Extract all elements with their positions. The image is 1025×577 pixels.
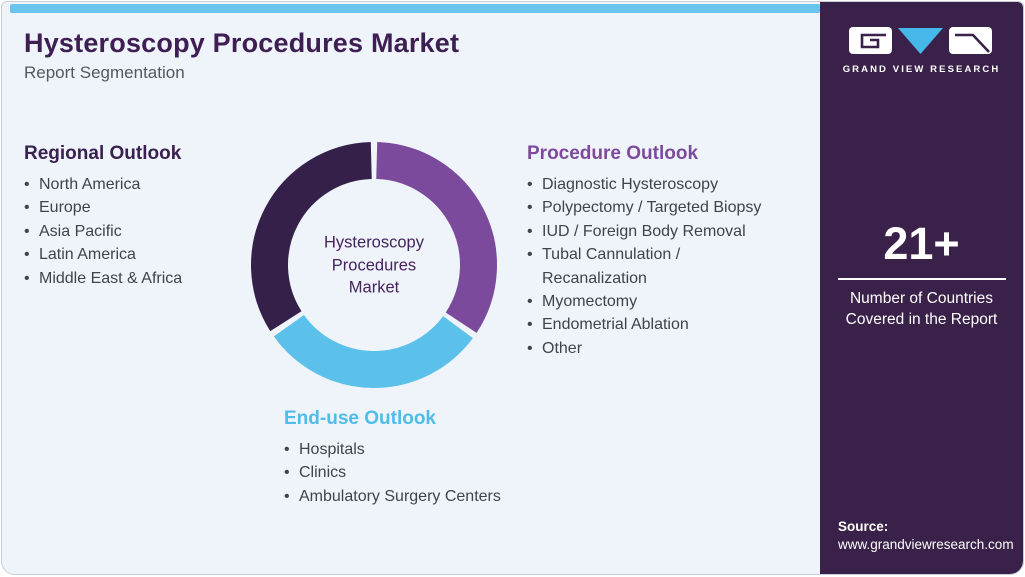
list-item: Other	[527, 337, 822, 361]
list-item: Clinics	[284, 461, 501, 485]
source-block: Source: www.grandviewresearch.com	[838, 518, 1014, 554]
countries-stat: 21+ Number of Countries Covered in the R…	[837, 218, 1006, 330]
procedure-outlook-heading: Procedure Outlook	[527, 143, 699, 164]
list-item: Middle East & Africa	[24, 267, 182, 291]
gvr-logo-icon	[848, 27, 992, 54]
list-item: Europe	[24, 196, 182, 220]
header: Hysteroscopy Procedures Market Report Se…	[24, 28, 459, 83]
donut-rings	[251, 142, 497, 388]
page-subtitle: Report Segmentation	[24, 63, 185, 82]
list-item: Myomectomy	[527, 290, 822, 314]
list-item: Hospitals	[284, 438, 501, 462]
donut-chart: Hysteroscopy Procedures Market	[249, 140, 499, 390]
regional-outlook-list: North AmericaEuropeAsia PacificLatin Ame…	[24, 173, 182, 290]
source-url: www.grandviewresearch.com	[838, 537, 1014, 552]
list-item: Ambulatory Surgery Centers	[284, 485, 501, 509]
list-item: Asia Pacific	[24, 220, 182, 244]
stat-label: Number of Countries Covered in the Repor…	[845, 290, 998, 328]
stat-value: 21+	[883, 218, 960, 269]
list-item: IUD / Foreign Body Removal	[527, 220, 822, 244]
page-title: Hysteroscopy Procedures Market	[24, 28, 460, 58]
logo-triangle-icon	[897, 28, 943, 54]
regional-outlook-heading: Regional Outlook	[24, 143, 182, 164]
list-item: North America	[24, 173, 182, 197]
list-item: Latin America	[24, 243, 182, 267]
enduse-outlook-list: HospitalsClinicsAmbulatory Surgery Cente…	[284, 438, 501, 509]
donut-center-label: Hysteroscopy Procedures Market	[324, 233, 424, 297]
source-label: Source:	[838, 519, 889, 534]
list-item: Polypectomy / Targeted Biopsy	[527, 196, 822, 220]
procedure-outlook-list: Diagnostic HysteroscopyPolypectomy / Tar…	[527, 173, 822, 361]
stat-divider	[837, 278, 1006, 280]
top-accent-bar	[10, 4, 820, 13]
enduse-outlook-heading: End-use Outlook	[284, 408, 436, 429]
regional-outlook-section: Regional Outlook North AmericaEuropeAsia…	[24, 143, 182, 290]
list-item: Diagnostic Hysteroscopy	[527, 173, 822, 197]
brand-name: GRAND VIEW RESEARCH	[842, 64, 1001, 75]
list-item: Tubal Cannulation / Recanalization	[527, 243, 822, 290]
enduse-outlook-section: End-use Outlook HospitalsClinicsAmbulato…	[284, 408, 501, 509]
donut-segment	[375, 142, 497, 333]
brand-logo: GRAND VIEW RESEARCH	[843, 26, 1001, 75]
donut-segment	[273, 314, 473, 388]
main-content: Hysteroscopy Procedures Market Report Se…	[2, 2, 820, 574]
list-item: Endometrial Ablation	[527, 313, 822, 337]
donut-segment	[251, 142, 373, 332]
procedure-outlook-section: Procedure Outlook Diagnostic Hysteroscop…	[527, 143, 822, 361]
sidebar: GRAND VIEW RESEARCH 21+ Number of Countr…	[820, 2, 1023, 574]
